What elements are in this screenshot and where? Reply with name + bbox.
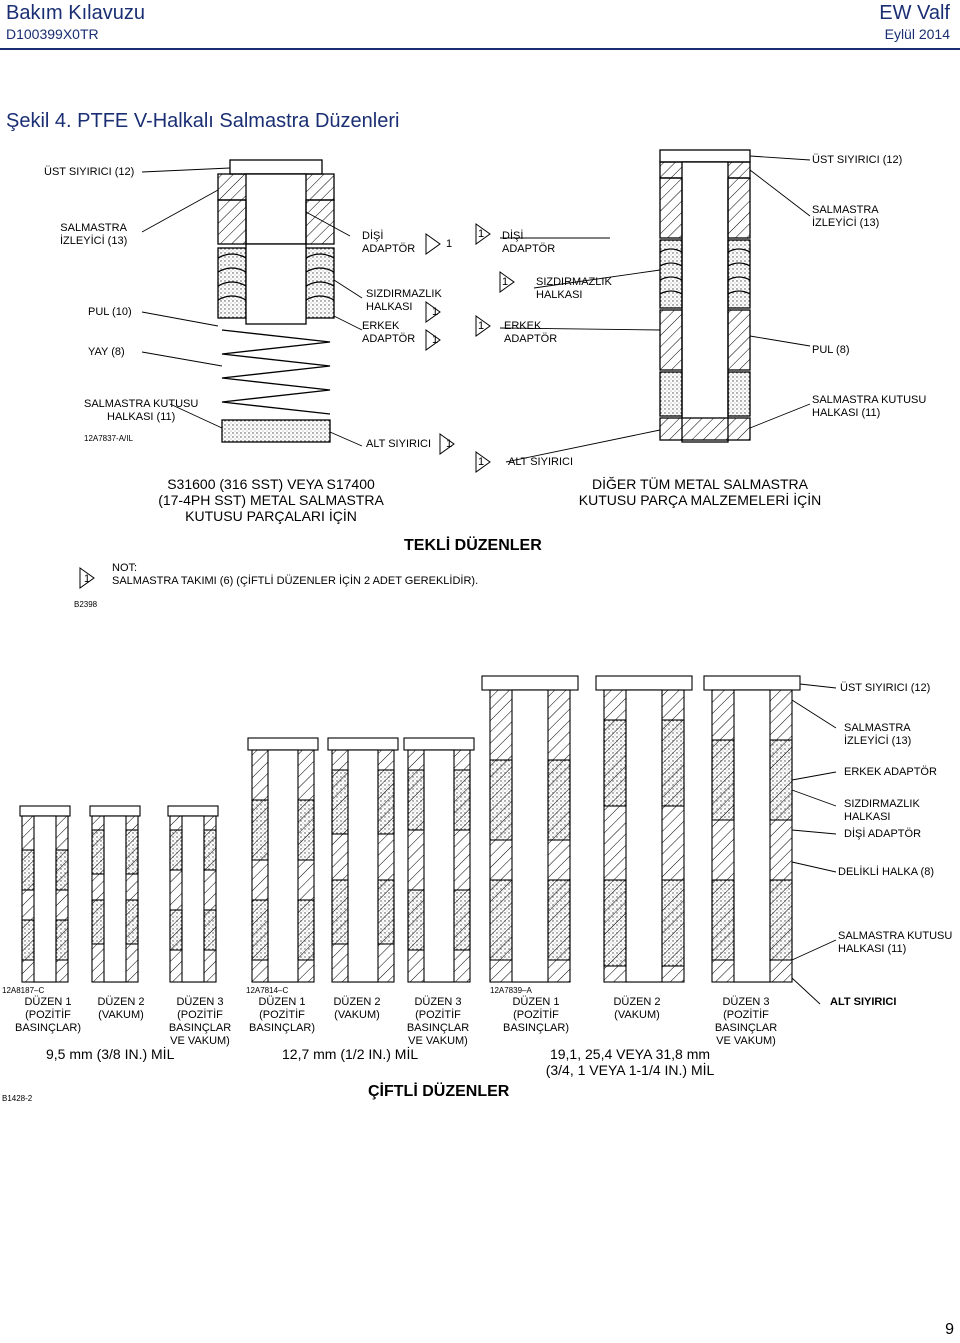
label-male-adaptor-double: ERKEK ADAPTÖR xyxy=(844,766,937,778)
document-code: D100399X0TR xyxy=(6,26,99,42)
shaft-size-medium: 12,7 mm (1/2 IN.) MİL xyxy=(282,1046,419,1062)
note-ref: 1 xyxy=(478,320,485,332)
drawing-code-large: 12A7839–A xyxy=(490,986,532,995)
publish-date: Eylül 2014 xyxy=(884,26,950,42)
note-text: SALMASTRA TAKIMI (6) (ÇİFTLİ DÜZENLER İÇ… xyxy=(112,575,479,587)
manual-title: Bakım Kılavuzu xyxy=(6,2,145,24)
arrangement-label: DÜZEN 3 (POZİTİF BASINÇLAR VE VAKUM) xyxy=(406,996,470,1047)
label-lower-wiper-left: ALT SIYIRICI xyxy=(366,438,432,450)
label-lantern-ring-double: DELİKLİ HALKA (8) xyxy=(838,866,934,878)
drawing-code-left: 12A7837-A/IL xyxy=(84,434,133,443)
double-leaders xyxy=(791,683,837,1005)
arrangement-label: DÜZEN 2 (VAKUM) xyxy=(333,996,381,1021)
note-ref: 1 xyxy=(478,456,485,468)
double-assemblies xyxy=(19,675,801,983)
drawing-code-small: 12A8187–C xyxy=(2,986,45,995)
label-male-adaptor-right: ERKEK ADAPTÖR xyxy=(504,320,558,345)
label-packing-box-ring-left: SALMASTRA KUTUSU HALKASI (11) xyxy=(84,398,199,423)
note-ref: 1 xyxy=(502,276,509,288)
label-lower-wiper-right: ALT SIYIRICI xyxy=(508,456,574,468)
label-upper-wiper-double: ÜST SIYIRICI (12) xyxy=(840,682,931,694)
arrangement-label: DÜZEN 1 (POZİTİF BASINÇLAR) xyxy=(502,996,570,1034)
brand-name: EW Valf xyxy=(879,2,950,24)
single-assembly-left xyxy=(217,159,335,443)
shaft-size-large: 19,1, 25,4 VEYA 31,8 mm (3/4, 1 VEYA 1-1… xyxy=(545,1046,715,1078)
arrangement-label: DÜZEN 2 (VAKUM) xyxy=(613,996,661,1021)
header-rule xyxy=(0,48,960,50)
label-packing-follower-double: SALMASTRA İZLEYİCİ (13) xyxy=(844,722,912,747)
arrangement-label: DÜZEN 2 (VAKUM) xyxy=(97,996,145,1021)
figure-title: Şekil 4. PTFE V-Halkalı Salmastra Düzenl… xyxy=(6,110,400,132)
single-assembly-right xyxy=(659,149,751,443)
note-ref: 1 xyxy=(446,238,453,250)
drawing-code-single: B2398 xyxy=(74,600,98,609)
single-leaders xyxy=(141,155,811,463)
label-seal-ring-right: SIZDIRMAZLIK HALKASI xyxy=(536,276,612,301)
caption-sst-parts: S31600 (316 SST) VEYA S17400 (17-4PH SST… xyxy=(158,476,384,524)
double-group-large xyxy=(481,675,801,983)
shaft-size-small: 9,5 mm (3/8 IN.) MİL xyxy=(46,1046,175,1062)
double-group-small xyxy=(19,805,219,983)
label-female-adaptor-left: DİŞİ ADAPTÖR xyxy=(362,230,416,255)
arrangement-label: DÜZEN 1 (POZİTİF BASINÇLAR) xyxy=(248,996,316,1034)
section-title-single: TEKLİ DÜZENLER xyxy=(404,537,542,554)
label-packing-follower-left: SALMASTRA İZLEYİCİ (13) xyxy=(60,222,128,247)
label-spring-left: YAY (8) xyxy=(88,346,125,358)
label-upper-wiper-left: ÜST SIYIRICI (12) xyxy=(44,166,135,178)
note-ref: 1 xyxy=(432,334,439,346)
note-ref: 1 xyxy=(446,438,453,450)
label-washer-left: PUL (10) xyxy=(88,306,132,318)
label-packing-box-ring-right: SALMASTRA KUTUSU HALKASI (11) xyxy=(812,394,927,419)
note-number: 1 xyxy=(84,573,91,585)
label-male-adaptor-left: ERKEK ADAPTÖR xyxy=(362,320,416,345)
arrangement-label: DÜZEN 1 (POZİTİF BASINÇLAR) xyxy=(14,996,82,1034)
caption-other-parts: DİĞER TÜM METAL SALMASTRA KUTUSU PARÇA M… xyxy=(578,476,822,508)
note-ref: 1 xyxy=(478,228,485,240)
label-female-adaptor-right: DİŞİ ADAPTÖR xyxy=(502,230,556,255)
label-packing-box-ring-double: SALMASTRA KUTUSU HALKASI (11) xyxy=(838,930,953,955)
drawing-code-double: B1428-2 xyxy=(2,1094,33,1103)
note-markers xyxy=(79,223,515,589)
page-number: 9 xyxy=(945,1321,954,1338)
label-upper-wiper-right: ÜST SIYIRICI (12) xyxy=(812,154,903,166)
arrangement-label: DÜZEN 3 (POZİTİF BASINÇLAR VE VAKUM) xyxy=(714,996,778,1047)
label-packing-follower-right: SALMASTRA İZLEYİCİ (13) xyxy=(812,204,880,229)
note-label: NOT: xyxy=(112,562,138,574)
label-lower-wiper-double: ALT SIYIRICI xyxy=(830,996,897,1008)
label-seal-ring-double: SIZDIRMAZLIK HALKASI xyxy=(844,798,920,823)
double-group-medium xyxy=(247,737,475,983)
section-title-double: ÇİFTLİ DÜZENLER xyxy=(368,1083,510,1100)
label-washer-right: PUL (8) xyxy=(812,344,850,356)
label-female-adaptor-double: DİŞİ ADAPTÖR xyxy=(844,828,922,840)
note-ref: 1 xyxy=(432,306,439,318)
label-seal-ring-left: SIZDIRMAZLIK HALKASI xyxy=(366,288,442,313)
arrangement-label: DÜZEN 3 (POZİTİF BASINÇLAR VE VAKUM) xyxy=(168,996,232,1047)
drawing-code-medium: 12A7814–C xyxy=(246,986,289,995)
